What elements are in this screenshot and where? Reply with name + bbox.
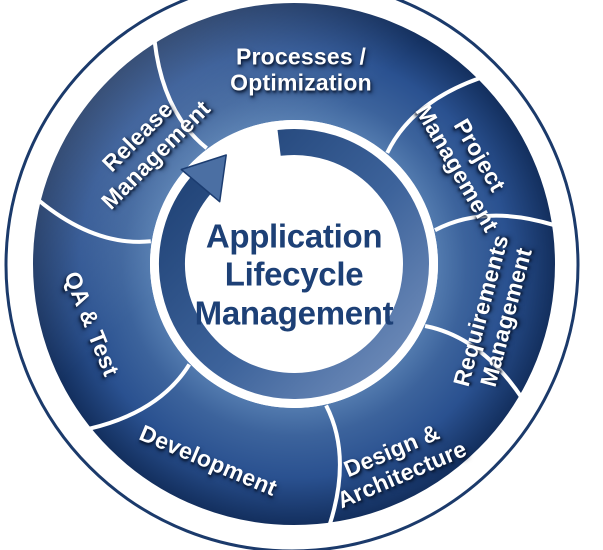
segment-divider xyxy=(424,324,523,398)
segment-divider xyxy=(434,213,555,232)
segment-divider xyxy=(88,363,191,431)
outer-border-circle xyxy=(4,0,580,550)
cycle-arrow-head xyxy=(180,154,227,203)
segment-divider xyxy=(324,404,342,526)
segment-divider xyxy=(37,198,151,244)
segment-divider xyxy=(385,76,481,154)
segment-dividers xyxy=(37,40,555,526)
center-circle xyxy=(150,120,438,408)
clockwise-cycle-arrow-icon xyxy=(159,129,429,399)
cycle-arrow-band xyxy=(159,129,429,399)
segment-divider xyxy=(152,40,208,150)
segment-ring-sheen xyxy=(33,3,555,525)
